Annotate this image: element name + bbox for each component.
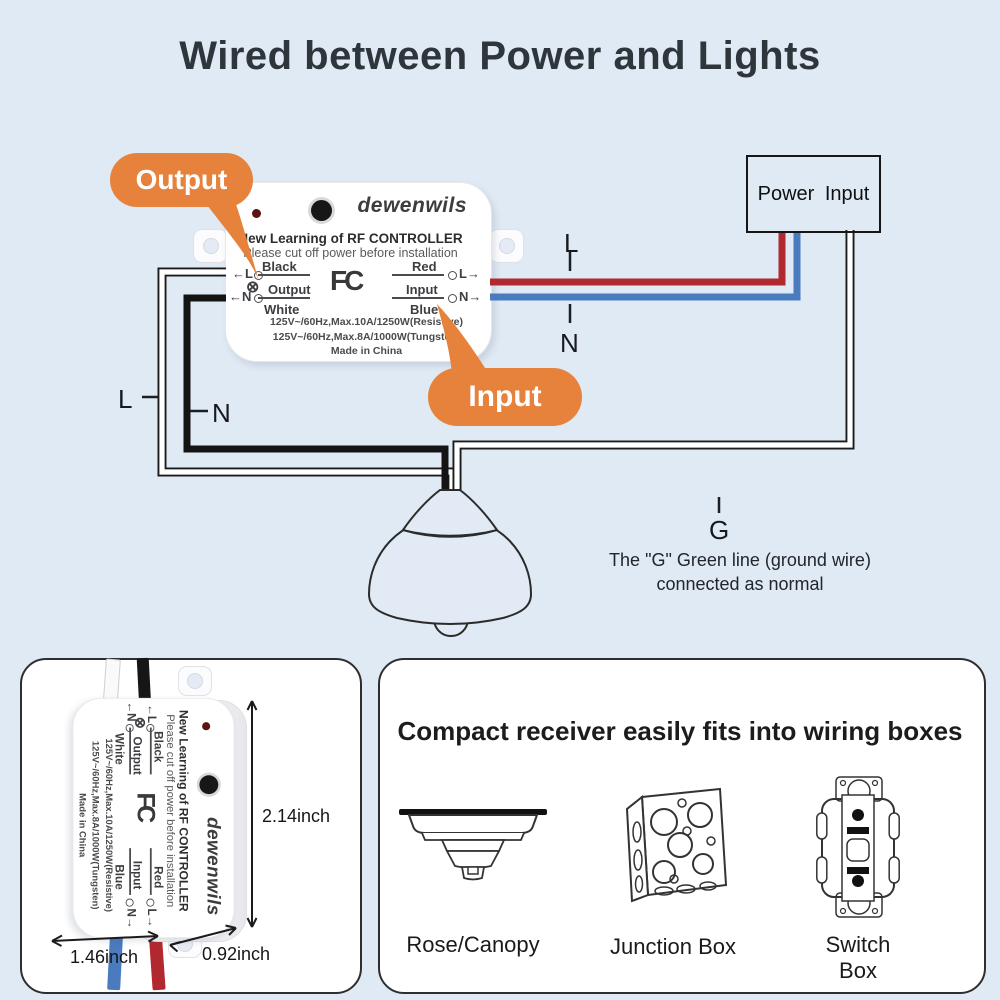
terminal-line — [392, 274, 444, 276]
ear-hole — [202, 238, 219, 254]
ground-label-g: G — [709, 515, 730, 545]
rating-tungsten: 125V~/60Hz,Max.8A/1000W(Tungsten) — [89, 740, 101, 910]
terminal-line — [129, 848, 131, 895]
fcc-logo: FC — [131, 792, 160, 821]
ear-hole — [187, 673, 203, 689]
rose-canopy-label: Rose/Canopy — [406, 932, 540, 957]
neutral-label-n-left: N — [212, 398, 231, 428]
brand-logo: dewenwils — [203, 817, 224, 916]
terminal-dot — [125, 898, 134, 907]
switch-box-icon — [816, 776, 900, 918]
ground-note-line2: connected as normal — [656, 574, 824, 594]
terminal-right-l: L→ — [145, 908, 159, 928]
power-input-box: Power Input — [746, 155, 881, 233]
receiver-title: New Learning of RF CONTROLLER — [238, 231, 463, 246]
receiver-title: New Learning of RF CONTROLLER — [176, 709, 191, 912]
terminal-line — [258, 297, 310, 299]
output-terminal-label: Output — [131, 736, 145, 775]
mounting-ear-right — [489, 229, 524, 263]
rating-tungsten: 125V~/60Hz,Max.8A/1000W(Tungsten) — [272, 331, 461, 343]
pendant-lamp — [367, 489, 533, 637]
rf-receiver: dewenwils New Learning of RF CONTROLLER … — [225, 182, 492, 362]
terminal-right-l: L→ — [459, 266, 480, 281]
rating-resistive: 125V~/60Hz,Max.10A/1250W(Resistive) — [103, 738, 114, 913]
terminal-line — [392, 297, 444, 299]
rating-resistive: 125V~/60Hz,Max.10A/1250W(Resistive) — [270, 316, 463, 328]
output-callout-badge: Output — [110, 153, 253, 207]
led-indicator — [202, 722, 211, 731]
fcc-logo: FC — [330, 265, 364, 296]
wire-label-blue: Blue — [113, 864, 127, 890]
page-title: Wired between Power and Lights — [179, 34, 821, 78]
dimension-depth: 0.92inch — [202, 944, 271, 964]
wire-label-white: White — [264, 302, 300, 317]
panel-heading: Compact receiver easily fits into wiring… — [397, 716, 963, 746]
terminal-dot — [448, 294, 457, 303]
terminal-line — [149, 727, 152, 775]
made-in-china: Made in China — [330, 345, 403, 357]
input-callout-badge: Input — [428, 368, 582, 426]
white-wire-right — [452, 230, 855, 492]
terminal-line — [149, 848, 152, 895]
rf-receiver-photo: dewenwils New Learning of RF CONTROLLER … — [72, 697, 235, 939]
line-label-l: L — [564, 228, 579, 258]
line-label-l-left: L — [118, 384, 133, 414]
receiver-warning: Please cut off power before installation — [164, 714, 177, 908]
wire-label-red: Red — [412, 259, 437, 274]
terminal-line — [258, 274, 310, 276]
dimension-width: 1.46inch — [70, 947, 139, 967]
brand-logo: dewenwils — [357, 194, 467, 217]
switch-box-label: Switch Box — [825, 932, 891, 983]
blue-wire — [490, 231, 801, 301]
red-wire — [490, 231, 786, 286]
terminal-right-n: N→ — [459, 289, 482, 304]
terminal-right-n: N→ — [124, 908, 139, 929]
terminal-left-n: ←N — [124, 701, 139, 722]
wire-label-red: Red — [151, 866, 166, 889]
terminal-left-n: ←N — [229, 289, 252, 304]
neutral-label-n: N — [560, 328, 579, 358]
learning-button — [311, 200, 332, 221]
junction-box-label: Junction Box — [610, 934, 736, 959]
junction-box-icon — [625, 787, 728, 903]
input-terminal-label: Input — [406, 282, 438, 297]
receiver-warning: Please cut off power before installation — [243, 246, 458, 260]
made-in-china: Made in China — [77, 793, 88, 858]
input-terminal-label: Input — [131, 860, 145, 890]
learning-button — [199, 775, 219, 795]
mounting-ear-top — [178, 666, 212, 696]
terminal-line — [129, 727, 131, 775]
ground-note-line1: The "G" Green line (ground wire) — [609, 550, 871, 570]
terminal-dot — [146, 898, 155, 907]
output-terminal-label: Output — [268, 282, 311, 297]
wire-label-black: Black — [151, 731, 166, 763]
ceiling-rose-icon — [399, 809, 547, 881]
ear-hole — [498, 238, 515, 254]
terminal-dot — [448, 271, 457, 280]
wire-label-blue: Blue — [410, 302, 439, 317]
wire-label-white: White — [113, 732, 127, 765]
dimension-height: 2.14inch — [262, 806, 331, 826]
led-indicator — [252, 209, 261, 218]
wire-label-black: Black — [262, 259, 297, 274]
